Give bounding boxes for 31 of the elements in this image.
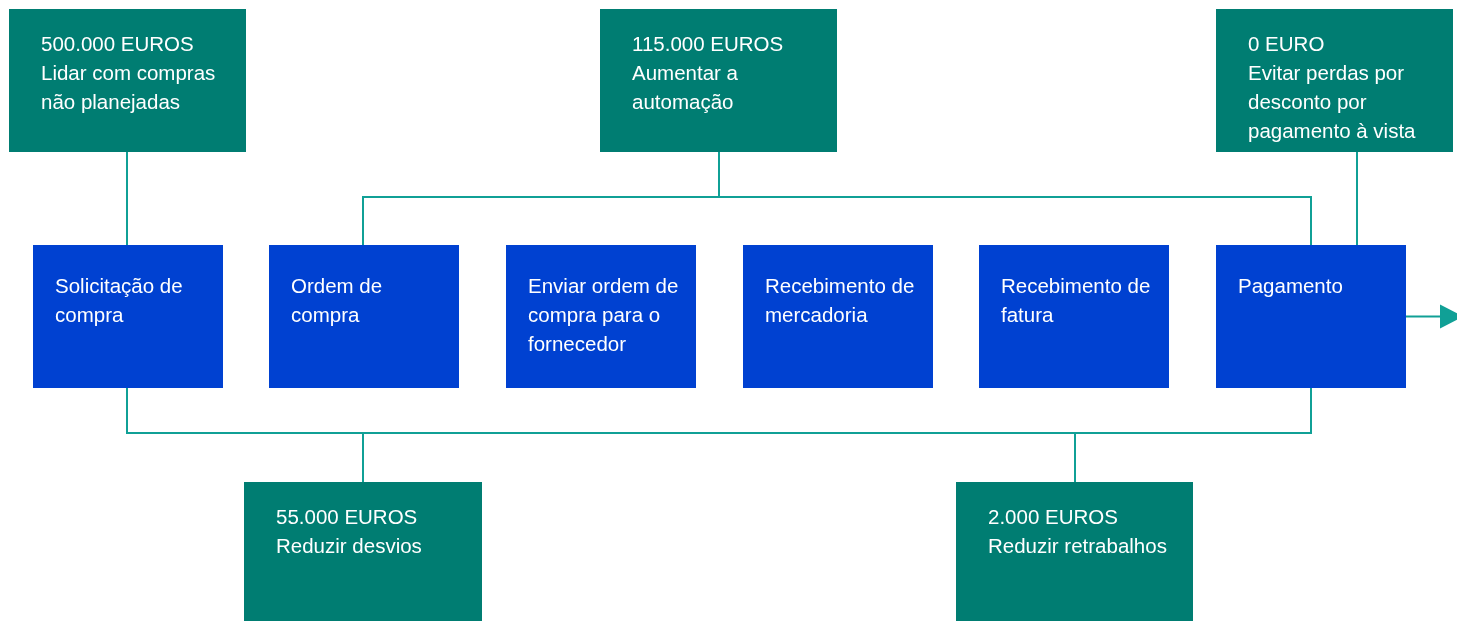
box-text: Lidar com compras não planejadas [41, 60, 217, 115]
box-text: Solicitação de compra [55, 273, 184, 328]
process-box [979, 245, 1169, 388]
value-box [956, 482, 1193, 621]
box-text: Evitar perdas por desconto por pagamento à vista [1248, 60, 1417, 144]
connector-line [1074, 387, 1312, 483]
amount-text: 0 EURO [1248, 31, 1326, 57]
box-text: Ordem de compra [291, 273, 384, 328]
amount-text: 55.000 EUROS [276, 504, 419, 530]
value-box [9, 9, 246, 152]
process-box [269, 245, 459, 388]
box-text: Recebimento de mercadoria [765, 273, 916, 328]
value-box [1216, 9, 1453, 152]
process-box [1216, 245, 1406, 388]
process-box [33, 245, 223, 388]
value-box [244, 482, 482, 621]
process-box [506, 245, 696, 388]
amount-text: 115.000 EUROS [632, 31, 785, 57]
value-box [600, 9, 837, 152]
box-text: Aumentar a automação [632, 60, 739, 115]
box-text: Reduzir desvios [276, 533, 423, 559]
box-text: Enviar ordem de compra para o fornecedor [528, 273, 680, 357]
connector-line [1356, 151, 1358, 246]
box-text: Reduzir retrabalhos [988, 533, 1168, 559]
box-text: Pagamento [1238, 273, 1344, 299]
amount-text: 2.000 EUROS [988, 504, 1119, 530]
amount-text: 500.000 EUROS [41, 31, 195, 57]
process-box [743, 245, 933, 388]
box-text: Recebimento de fatura [1001, 273, 1152, 328]
connector-line [126, 151, 128, 246]
arrow [1405, 304, 1457, 329]
